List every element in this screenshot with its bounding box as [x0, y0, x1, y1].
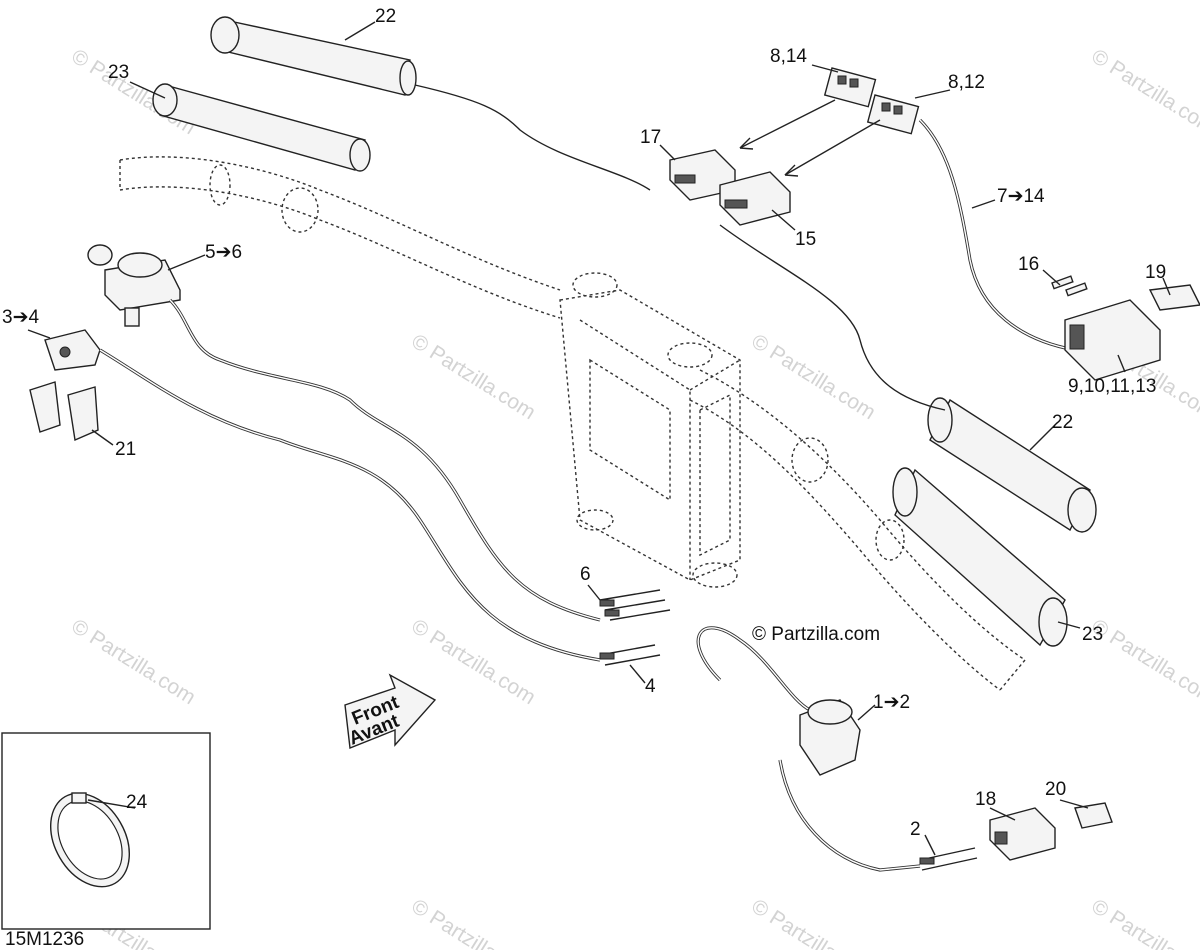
label-17: 17: [640, 127, 661, 148]
handlebar: [119, 156, 1026, 691]
label-6: 6: [580, 564, 591, 585]
grip-23-bottom: [892, 467, 1068, 647]
label-8-14: 8,14: [770, 46, 807, 67]
terminals-4: [599, 644, 661, 666]
label-9-10-11-13: 9,10,11,13: [1068, 376, 1156, 397]
grip-wires: [414, 84, 946, 411]
label-20: 20: [1045, 779, 1066, 800]
direction-arrow: Front Avant: [344, 673, 437, 750]
leader-lines: [27, 21, 1171, 856]
grip-22-top: [210, 16, 417, 96]
label-19: 19: [1145, 262, 1166, 283]
watermark: © Partzilla.com: [407, 330, 539, 424]
label-24: 24: [126, 792, 148, 813]
connector-8-14: [823, 67, 877, 108]
switch-harness: [99, 298, 601, 662]
connector-housing-15: [719, 171, 791, 226]
label-23-bottom: 23: [1082, 624, 1103, 645]
label-8-12: 8,12: [948, 72, 985, 93]
grip-23-top: [152, 83, 371, 172]
label-7-14: 7➔14: [997, 186, 1045, 207]
copyright-text: © Partzilla.com: [752, 624, 880, 645]
diagram-code: 15M1236: [5, 929, 84, 950]
connector-18: [989, 807, 1056, 861]
label-21: 21: [115, 439, 136, 460]
label-23-top: 23: [108, 62, 129, 83]
watermark: © Partzilla.com: [1087, 895, 1200, 950]
label-22-bottom: 22: [1052, 412, 1073, 433]
watermark: © Partzilla.com: [747, 330, 879, 424]
terminals-2: [919, 847, 978, 871]
switch-5-6: [87, 244, 181, 327]
watermark: © Partzilla.com: [407, 895, 539, 950]
watermark: © Partzilla.com: [1087, 615, 1200, 709]
label-2: 2: [910, 819, 921, 840]
label-15: 15: [795, 229, 816, 250]
harness-7-14: [918, 118, 1076, 352]
label-4: 4: [645, 676, 656, 697]
connector-8-12: [866, 94, 920, 135]
terminals-6: [599, 589, 671, 621]
label-5-6: 5➔6: [205, 242, 242, 263]
watermark: © Partzilla.com: [1087, 45, 1200, 139]
sensor-3-4: [44, 329, 101, 371]
watermark: © Partzilla.com: [67, 615, 199, 709]
screws-16: [1051, 275, 1088, 297]
inset-box: [1, 732, 211, 930]
label-16: 16: [1018, 254, 1039, 275]
clamps-21: [29, 381, 99, 442]
label-22-top: 22: [375, 6, 396, 27]
label-1-2: 1➔2: [873, 692, 910, 713]
riser-bracket: [559, 272, 741, 588]
grip-22-bottom: [927, 397, 1097, 533]
part-labels: 22 23 8,14 8,12 17 15 7➔14 16 19 9,10,11…: [2, 6, 1166, 840]
switch-1-2: [696, 626, 921, 872]
lock-19: [1148, 284, 1200, 311]
lock-20: [1074, 802, 1113, 829]
watermark: © Partzilla.com: [747, 895, 879, 950]
connector-9-13: [1064, 299, 1161, 381]
assembly-arrows: [739, 99, 881, 177]
label-3-4: 3➔4: [2, 307, 39, 328]
label-18: 18: [975, 789, 996, 810]
